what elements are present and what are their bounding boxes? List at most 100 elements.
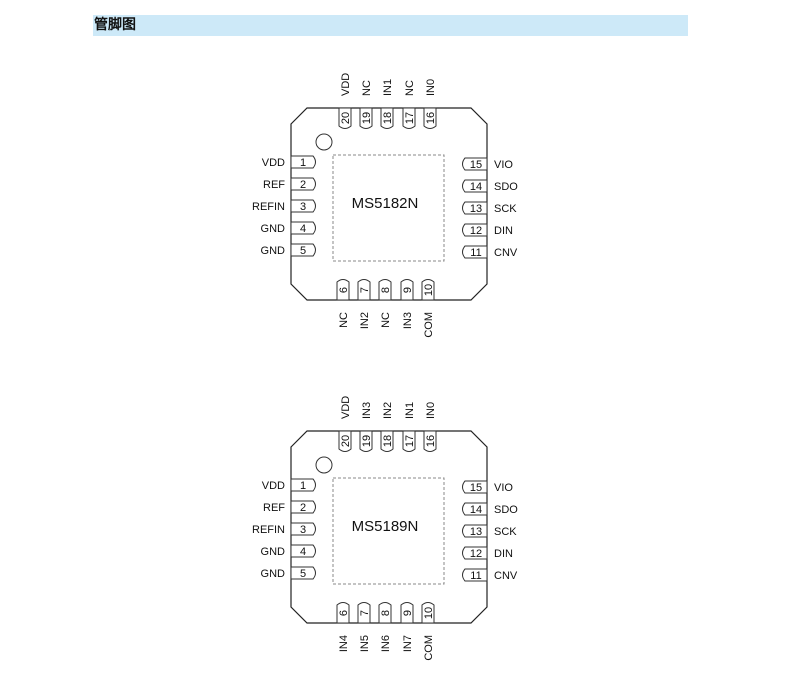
pin-pad-right: [462, 157, 488, 171]
pin-label: SDO: [494, 504, 518, 516]
pin-pad-bottom: [378, 279, 392, 301]
pin-number: 8: [380, 610, 392, 616]
exposed-pad: [332, 477, 445, 585]
pin-pad-top: [423, 107, 437, 129]
pin-label: IN2: [382, 402, 394, 419]
pin-number: 2: [300, 502, 306, 514]
pin-number: 7: [359, 610, 371, 616]
pin-label: NC: [404, 80, 416, 96]
pin-label: VDD: [340, 396, 352, 419]
pin-label: IN3: [361, 402, 373, 419]
pin-pad-right: [462, 179, 488, 193]
pin-number: 12: [470, 548, 482, 560]
pin-number: 1: [300, 157, 306, 169]
pin-label: SDO: [494, 181, 518, 193]
pin-pad-right: [462, 480, 488, 494]
pin-number: 19: [361, 112, 373, 124]
pin-number: 4: [300, 223, 306, 235]
pin-number: 14: [470, 504, 482, 516]
pin-pad-top: [402, 430, 416, 452]
pin-number: 14: [470, 181, 482, 193]
pin-label: CNV: [494, 570, 518, 582]
pin-pad-right: [462, 223, 488, 237]
pin-number: 3: [300, 201, 306, 213]
pin-number: 7: [359, 287, 371, 293]
pin-pad-bottom: [336, 279, 350, 301]
pin-label: IN5: [359, 635, 371, 652]
pin-pad-left: [290, 221, 316, 235]
pin-number: 6: [338, 287, 350, 293]
pin-number: 15: [470, 482, 482, 494]
pin-pad-top: [338, 430, 352, 452]
pin-number: 1: [300, 480, 306, 492]
pin-number: 10: [423, 607, 435, 619]
chip-name: MS5189N: [352, 518, 419, 535]
pin-label: SCK: [494, 203, 517, 215]
pin-label: SCK: [494, 526, 517, 538]
pin-number: 16: [425, 435, 437, 447]
pin-pad-top: [359, 430, 373, 452]
pin-label: NC: [338, 312, 350, 328]
pin-label: VIO: [494, 159, 513, 171]
pin-label: IN6: [380, 635, 392, 652]
pin-label: IN0: [425, 79, 437, 96]
pin-pad-left: [290, 544, 316, 558]
pin-label: GND: [261, 245, 286, 257]
pin-pad-left: [290, 478, 316, 492]
pin-number: 6: [338, 610, 350, 616]
pin-pad-left: [290, 243, 316, 257]
pin-number: 9: [402, 610, 414, 616]
pin-label: COM: [423, 635, 435, 661]
pin-number: 5: [300, 568, 306, 580]
pin-number: 20: [340, 112, 352, 124]
pin-number: 15: [470, 159, 482, 171]
section-title: 管脚图: [94, 17, 136, 33]
pin-label: IN2: [359, 312, 371, 329]
pin-label: GND: [261, 223, 286, 235]
pin-pad-bottom: [336, 602, 350, 624]
pin-pad-left: [290, 522, 316, 536]
pin-label: IN7: [402, 635, 414, 652]
pin-pad-bottom: [400, 602, 414, 624]
pin-label: VDD: [262, 480, 285, 492]
pin-number: 8: [380, 287, 392, 293]
pin-number: 13: [470, 526, 482, 538]
chip-name: MS5182N: [352, 195, 419, 212]
pin-pad-top: [380, 430, 394, 452]
pin-pad-right: [462, 568, 488, 582]
pin-label: REFIN: [252, 201, 285, 213]
pin-pad-left: [290, 500, 316, 514]
pin-label: IN1: [382, 79, 394, 96]
pin-number: 5: [300, 245, 306, 257]
pin-pad-top: [380, 107, 394, 129]
pin1-marker: [315, 456, 333, 474]
pin-pad-right: [462, 524, 488, 538]
pin1-marker: [315, 133, 333, 151]
pin-pad-top: [423, 430, 437, 452]
pin-pad-bottom: [357, 279, 371, 301]
pin-pad-right: [462, 201, 488, 215]
pin-pad-left: [290, 155, 316, 169]
pin-pad-left: [290, 177, 316, 191]
pin-number: 16: [425, 112, 437, 124]
pin-number: 19: [361, 435, 373, 447]
pin-pad-left: [290, 199, 316, 213]
pin-label: IN4: [338, 635, 350, 652]
pin-number: 11: [470, 570, 481, 582]
section-header: 管脚图: [93, 15, 688, 36]
pin-number: 9: [402, 287, 414, 293]
pin-label: VIO: [494, 482, 513, 494]
pin-pad-bottom: [400, 279, 414, 301]
pin-label: REF: [263, 179, 285, 191]
pin-label: VDD: [340, 73, 352, 96]
pin-pad-left: [290, 566, 316, 580]
pin-label: NC: [361, 80, 373, 96]
pin-number: 11: [470, 247, 481, 259]
pin-pad-right: [462, 546, 488, 560]
pin-number: 18: [382, 112, 394, 124]
pin-pad-top: [402, 107, 416, 129]
pin-label: GND: [261, 546, 286, 558]
pin-number: 17: [404, 112, 416, 124]
pin-label: DIN: [494, 225, 513, 237]
